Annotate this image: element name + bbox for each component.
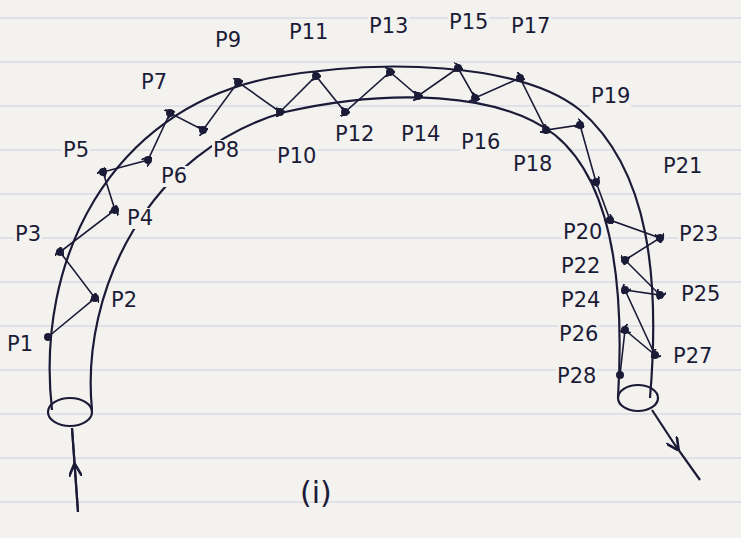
point-label: P25 (680, 284, 721, 305)
point-label: P9 (214, 30, 242, 51)
point-label: P16 (460, 132, 501, 153)
point-label: P11 (288, 22, 329, 43)
point-label: P13 (368, 16, 409, 37)
point-label: P7 (140, 72, 168, 93)
point-label: P14 (400, 124, 441, 145)
point-label: P12 (334, 124, 375, 145)
point-label: P21 (662, 156, 703, 177)
point-label: P8 (212, 140, 240, 161)
point-label: P1 (6, 334, 34, 355)
point-label: P27 (672, 346, 713, 367)
point-label: P5 (62, 140, 90, 161)
point-label: P20 (562, 222, 603, 243)
point-label: P17 (510, 16, 551, 37)
point-label: P6 (160, 166, 188, 187)
point-label: P22 (560, 256, 601, 277)
point-label: P18 (512, 154, 553, 175)
arch-outline (48, 67, 700, 512)
point-label: P3 (14, 224, 42, 245)
point-label: P23 (678, 224, 719, 245)
point-label: P26 (558, 324, 599, 345)
point-label: P2 (110, 290, 138, 311)
point-label: P15 (448, 12, 489, 33)
ruled-lines (0, 18, 741, 502)
point-dots (44, 64, 664, 379)
point-label: P19 (590, 86, 631, 107)
point-label: P4 (126, 208, 154, 229)
point-label: P28 (556, 366, 597, 387)
point-label: P24 (560, 290, 601, 311)
zigzag-path (48, 68, 660, 375)
figure-caption: (i) (300, 478, 332, 508)
point-label: P10 (276, 146, 317, 167)
